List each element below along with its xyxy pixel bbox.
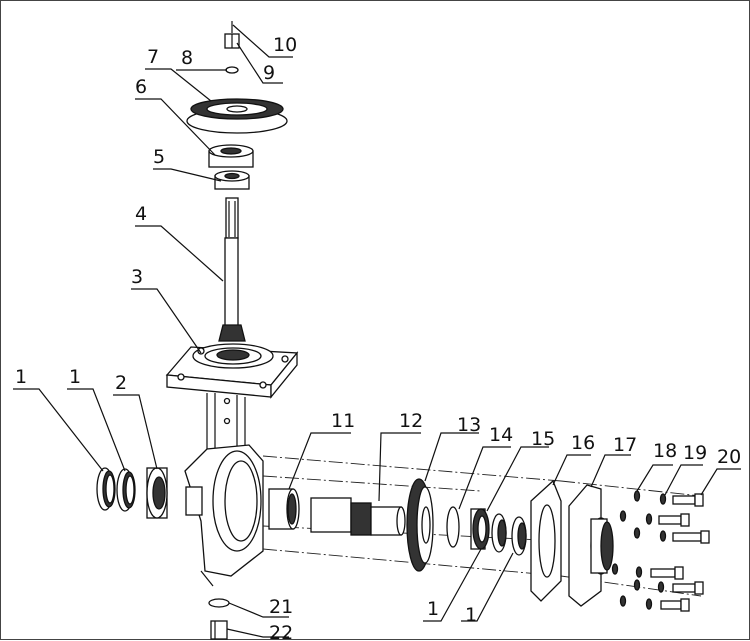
part-housing <box>165 343 299 587</box>
part-seal-right-2 <box>511 516 527 556</box>
label-part-18: 18 <box>653 440 677 462</box>
label-part-16: 16 <box>571 432 595 454</box>
part-plug <box>210 620 228 640</box>
label-part-20: 20 <box>717 446 741 468</box>
part-sleeve <box>268 488 300 530</box>
label-part-1-d: 1 <box>465 604 477 626</box>
part-input-shaft <box>218 197 246 342</box>
bolt-row <box>619 595 690 612</box>
part-bearing-right <box>470 508 490 550</box>
part-o-ring <box>208 598 230 608</box>
label-part-1-c: 1 <box>427 598 439 620</box>
label-part-1-b: 1 <box>69 366 81 388</box>
label-part-10: 10 <box>273 34 297 56</box>
bolt-row <box>633 527 710 544</box>
label-part-15: 15 <box>531 428 555 450</box>
part-spacer <box>446 506 460 548</box>
label-part-4: 4 <box>135 203 147 225</box>
label-part-3: 3 <box>131 266 143 288</box>
part-bearing-upper <box>208 144 254 168</box>
part-gasket <box>530 479 562 602</box>
label-part-8: 8 <box>181 47 193 69</box>
label-part-5: 5 <box>153 146 165 168</box>
label-part-13: 13 <box>457 414 481 436</box>
label-part-9: 9 <box>263 62 275 84</box>
label-part-12: 12 <box>399 410 423 432</box>
label-part-21: 21 <box>269 596 293 618</box>
label-part-6: 6 <box>135 76 147 98</box>
label-part-22: 22 <box>269 622 293 641</box>
part-bearing-left <box>146 467 168 519</box>
part-bevel-gear-output <box>406 478 434 572</box>
part-end-cover <box>568 484 614 607</box>
bolt-row <box>611 563 684 580</box>
part-bolt-set <box>611 490 710 612</box>
part-bevel-gear-large <box>186 98 288 134</box>
part-seal-left-2 <box>116 468 136 512</box>
label-part-11: 11 <box>331 410 355 432</box>
part-nut <box>224 21 240 49</box>
part-seal-left-1 <box>96 467 116 511</box>
part-washer <box>225 66 239 74</box>
label-part-17: 17 <box>613 434 637 456</box>
bolt-row <box>633 579 704 595</box>
part-output-shaft <box>310 497 406 536</box>
label-part-1-a: 1 <box>15 366 27 388</box>
label-part-2: 2 <box>115 372 127 394</box>
part-bearing-lower <box>214 170 250 190</box>
leader-lines <box>13 24 741 638</box>
part-seal-right-1 <box>491 513 507 553</box>
bolt-row <box>633 490 704 507</box>
label-part-7: 7 <box>147 46 159 68</box>
label-part-14: 14 <box>489 424 513 446</box>
bolt-row <box>619 510 690 527</box>
part-labels: 10 9 8 7 6 5 4 3 1 1 2 11 12 13 14 15 16… <box>15 34 741 641</box>
label-part-19: 19 <box>683 442 707 464</box>
